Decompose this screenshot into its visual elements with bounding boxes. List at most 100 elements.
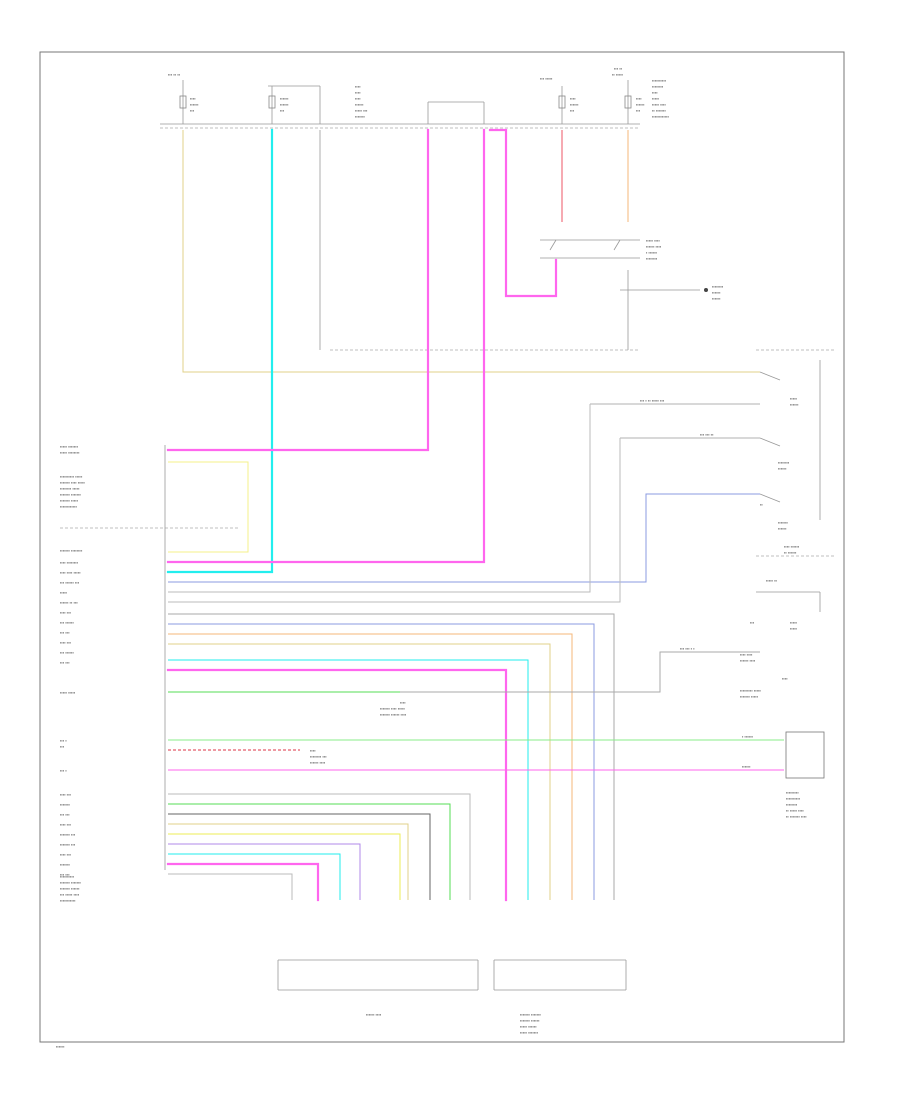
- left-module-labels: ▪▪▪▪▪ ▪▪▪▪▪▪▪ ▪▪▪▪▪ ▪▪▪▪▪▪▪▪ ▪▪▪▪▪▪▪▪▪▪ …: [60, 444, 85, 903]
- svg-text:▪▪▪▪▪▪: ▪▪▪▪▪▪: [56, 1044, 65, 1049]
- svg-text:▪▪▪▪▪▪: ▪▪▪▪▪▪: [790, 402, 799, 407]
- svg-text:▪▪▪▪▪▪ ▪▪▪▪: ▪▪▪▪▪▪ ▪▪▪▪: [310, 760, 326, 765]
- fuse-4: ▪▪▪ ▪▪ ▪▪ ▪▪▪▪▪ ▪▪▪▪ ▪▪▪▪▪▪ ▪▪▪ ▪▪▪▪▪▪▪▪…: [612, 66, 670, 124]
- svg-text:▪▪▪▪▪▪▪▪▪▪: ▪▪▪▪▪▪▪▪▪▪: [786, 796, 801, 801]
- svg-text:▪▪▪▪▪▪: ▪▪▪▪▪▪: [570, 102, 579, 107]
- svg-text:▪▪▪ ▪▪▪: ▪▪▪ ▪▪▪: [60, 872, 70, 877]
- svg-text:▪ ▪▪▪▪▪▪: ▪ ▪▪▪▪▪▪: [742, 734, 754, 739]
- svg-text:▪▪▪: ▪▪▪: [280, 108, 285, 113]
- svg-text:▪▪▪▪▪▪▪: ▪▪▪▪▪▪▪: [778, 520, 789, 525]
- svg-text:▪▪ ▪▪▪▪▪▪▪ ▪▪▪▪: ▪▪ ▪▪▪▪▪▪▪ ▪▪▪▪: [786, 814, 807, 819]
- svg-text:▪▪▪▪▪▪: ▪▪▪▪▪▪: [712, 290, 721, 295]
- bottom-connectors: ▪▪▪▪▪▪ ▪▪▪▪ ▪▪▪▪▪▪▪ ▪▪▪▪▪▪▪ ▪▪▪▪▪▪▪ ▪▪▪▪…: [56, 959, 627, 1049]
- svg-text:▪▪▪ ▪▪▪ ▪▪: ▪▪▪ ▪▪▪ ▪▪: [700, 432, 714, 437]
- right-switch-group: ▪▪▪▪▪ ▪▪▪▪▪▪ ▪▪▪ ▪ ▪▪ ▪▪▪▪▪ ▪▪▪ ▪▪▪ ▪▪▪ …: [168, 349, 836, 583]
- transfer-case-connector: ▪▪▪▪▪▪ ▪▪▪▪: [277, 959, 479, 1017]
- fuse-3: ▪▪▪ ▪▪▪▪▪ ▪▪▪▪ ▪▪▪▪▪▪ ▪▪▪: [540, 76, 579, 124]
- svg-text:▪▪▪: ▪▪▪: [636, 108, 641, 113]
- svg-text:▪▪▪ ▪▪▪▪▪▪: ▪▪▪ ▪▪▪▪▪▪: [60, 620, 74, 625]
- svg-text:▪▪▪: ▪▪▪: [190, 108, 195, 113]
- svg-text:▪▪ ▪▪▪▪▪▪▪: ▪▪ ▪▪▪▪▪▪▪: [652, 108, 666, 113]
- svg-text:▪▪▪▪▪▪▪▪▪▪ ▪▪▪▪▪: ▪▪▪▪▪▪▪▪▪▪ ▪▪▪▪▪: [60, 474, 83, 479]
- svg-text:▪▪▪▪▪▪: ▪▪▪▪▪▪: [778, 526, 787, 531]
- svg-text:▪▪▪▪▪▪▪▪: ▪▪▪▪▪▪▪▪: [778, 460, 790, 465]
- svg-text:▪▪▪▪▪ ▪▪: ▪▪▪▪▪ ▪▪: [766, 578, 778, 583]
- svg-text:▪▪▪ ▪: ▪▪▪ ▪: [60, 738, 67, 743]
- harness-wires: ▪▪▪ ▪▪▪ ▪ ▪ ▪▪▪▪ ▪▪▪▪ ▪▪▪▪▪▪ ▪▪▪▪ ▪▪▪▪ ▪…: [166, 404, 825, 902]
- stop-lamp-switch: ▪▪▪▪▪ ▪▪▪▪ ▪▪▪▪▪▪ ▪▪▪▪ ▪ ▪▪▪▪▪▪ ▪▪▪▪▪▪▪▪…: [330, 238, 724, 351]
- svg-text:▪▪▪▪: ▪▪▪▪: [355, 96, 361, 101]
- svg-text:▪▪▪▪▪ ▪▪▪: ▪▪▪▪▪ ▪▪▪: [355, 108, 368, 113]
- svg-text:▪▪▪▪▪▪▪▪ ▪▪▪▪▪: ▪▪▪▪▪▪▪▪ ▪▪▪▪▪: [60, 486, 80, 491]
- svg-text:▪▪▪ ▪▪: ▪▪▪ ▪▪: [614, 66, 623, 71]
- svg-text:▪▪▪▪▪▪▪ ▪▪▪▪▪: ▪▪▪▪▪▪▪ ▪▪▪▪▪: [740, 694, 759, 699]
- svg-text:▪▪▪▪ ▪▪▪: ▪▪▪▪ ▪▪▪: [60, 852, 72, 857]
- svg-text:▪▪▪▪▪: ▪▪▪▪▪: [790, 396, 798, 401]
- svg-text:▪▪▪ ▪▪ ▪▪: ▪▪▪ ▪▪ ▪▪: [168, 72, 181, 77]
- encoder-motor-connector: ▪▪▪▪▪▪▪ ▪▪▪▪▪▪▪ ▪▪▪▪▪▪▪ ▪▪▪▪▪▪ ▪▪▪▪▪ ▪▪▪…: [493, 959, 627, 1035]
- svg-text:▪▪▪ ▪▪▪: ▪▪▪ ▪▪▪: [60, 812, 70, 817]
- svg-text:▪▪▪▪▪▪▪ ▪▪▪▪▪▪: ▪▪▪▪▪▪▪ ▪▪▪▪▪▪: [60, 886, 80, 891]
- svg-text:▪▪▪▪▪▪ ▪▪▪▪: ▪▪▪▪▪▪ ▪▪▪▪: [366, 1012, 382, 1017]
- svg-text:▪▪▪▪▪▪▪▪: ▪▪▪▪▪▪▪▪: [652, 84, 664, 89]
- svg-text:▪▪▪▪ ▪▪▪: ▪▪▪▪ ▪▪▪: [60, 610, 72, 615]
- svg-text:▪▪▪▪▪ ▪▪▪▪: ▪▪▪▪▪ ▪▪▪▪: [646, 238, 660, 243]
- svg-text:▪▪▪▪▪▪: ▪▪▪▪▪▪: [712, 296, 721, 301]
- svg-text:▪▪▪▪▪▪▪ ▪▪▪▪▪▪▪: ▪▪▪▪▪▪▪ ▪▪▪▪▪▪▪: [60, 880, 82, 885]
- svg-text:▪▪▪ ▪▪▪▪▪ ▪▪▪▪: ▪▪▪ ▪▪▪▪▪ ▪▪▪▪: [60, 892, 80, 897]
- svg-text:▪▪: ▪▪: [760, 502, 763, 507]
- top-fuse-section: ▪▪▪ ▪▪ ▪▪ ▪▪▪▪ ▪▪▪▪▪▪ ▪▪▪ ▪▪▪▪▪▪ ▪▪▪▪▪▪ …: [160, 66, 670, 129]
- svg-text:▪▪▪ ▪▪▪▪▪▪: ▪▪▪ ▪▪▪▪▪▪: [60, 650, 74, 655]
- svg-text:▪▪▪▪▪▪ ▪▪▪▪: ▪▪▪▪▪▪ ▪▪▪▪: [740, 658, 756, 663]
- relay-box: [427, 101, 485, 124]
- svg-text:▪▪▪ ▪ ▪▪ ▪▪▪▪▪ ▪▪▪: ▪▪▪ ▪ ▪▪ ▪▪▪▪▪ ▪▪▪: [640, 398, 665, 403]
- svg-text:▪▪▪▪▪: ▪▪▪▪▪: [60, 590, 68, 595]
- svg-text:▪▪▪▪▪▪▪▪: ▪▪▪▪▪▪▪▪: [786, 802, 798, 807]
- svg-text:▪▪▪▪▪▪ ▪▪▪▪: ▪▪▪▪▪▪ ▪▪▪▪: [646, 244, 662, 249]
- svg-text:▪▪▪▪: ▪▪▪▪: [636, 96, 642, 101]
- svg-text:▪▪▪▪▪▪▪ ▪▪▪▪▪▪: ▪▪▪▪▪▪▪ ▪▪▪▪▪▪: [520, 1018, 540, 1023]
- svg-text:▪▪▪▪▪▪: ▪▪▪▪▪▪: [190, 102, 199, 107]
- svg-text:▪▪▪▪: ▪▪▪▪: [652, 90, 658, 95]
- svg-text:▪▪▪▪▪▪: ▪▪▪▪▪▪: [778, 466, 787, 471]
- svg-text:▪▪▪ ▪: ▪▪▪ ▪: [60, 768, 67, 773]
- svg-text:▪▪▪▪: ▪▪▪▪: [570, 96, 576, 101]
- svg-text:▪▪▪ ▪▪▪: ▪▪▪ ▪▪▪: [60, 660, 70, 665]
- svg-text:▪▪▪▪: ▪▪▪▪: [310, 748, 316, 753]
- svg-text:▪▪▪▪: ▪▪▪▪: [782, 676, 788, 681]
- svg-text:▪▪▪▪▪ ▪▪▪▪: ▪▪▪▪▪ ▪▪▪▪: [652, 102, 666, 107]
- svg-text:▪▪▪▪▪▪: ▪▪▪▪▪▪: [742, 764, 751, 769]
- svg-text:▪▪▪▪▪▪▪▪: ▪▪▪▪▪▪▪▪: [712, 284, 724, 289]
- svg-text:▪▪▪ ▪▪▪▪▪▪ ▪▪▪: ▪▪▪ ▪▪▪▪▪▪ ▪▪▪: [60, 580, 80, 585]
- svg-text:▪▪▪▪▪▪▪ ▪▪▪▪▪: ▪▪▪▪▪▪▪ ▪▪▪▪▪: [60, 498, 79, 503]
- svg-text:▪▪▪▪▪ ▪▪▪▪▪▪▪▪: ▪▪▪▪▪ ▪▪▪▪▪▪▪▪: [60, 450, 80, 455]
- svg-text:▪▪▪▪▪ ▪▪▪▪▪: ▪▪▪▪▪ ▪▪▪▪▪: [60, 690, 76, 695]
- svg-text:▪▪▪▪▪▪: ▪▪▪▪▪▪: [280, 96, 289, 101]
- svg-text:▪▪▪▪▪▪▪ ▪▪▪▪▪▪▪▪: ▪▪▪▪▪▪▪ ▪▪▪▪▪▪▪▪: [60, 548, 83, 553]
- module-pin-rows: ▪▪▪▪▪▪▪ ▪▪▪▪▪▪▪▪ ▪▪▪▪ ▪▪▪▪▪▪▪▪ ▪▪▪▪ ▪▪▪▪…: [60, 548, 83, 877]
- svg-text:▪▪ ▪▪▪▪▪▪: ▪▪ ▪▪▪▪▪▪: [784, 550, 797, 555]
- svg-text:▪▪▪▪: ▪▪▪▪: [190, 96, 196, 101]
- svg-text:▪▪▪▪▪▪▪▪▪ ▪▪▪▪▪: ▪▪▪▪▪▪▪▪▪ ▪▪▪▪▪: [740, 688, 762, 693]
- svg-text:▪▪▪▪ ▪▪▪▪▪▪▪▪: ▪▪▪▪ ▪▪▪▪▪▪▪▪: [60, 560, 79, 565]
- svg-text:▪▪▪▪▪▪▪▪▪▪: ▪▪▪▪▪▪▪▪▪▪: [60, 874, 75, 879]
- svg-text:▪▪▪▪: ▪▪▪▪: [355, 84, 361, 89]
- svg-text:▪▪▪▪▪: ▪▪▪▪▪: [790, 626, 798, 631]
- lower-harness: [166, 793, 471, 902]
- svg-text:▪▪▪▪▪▪▪ ▪▪▪▪▪▪▪: ▪▪▪▪▪▪▪ ▪▪▪▪▪▪▪: [60, 492, 82, 497]
- svg-text:▪▪▪▪▪▪▪: ▪▪▪▪▪▪▪: [60, 802, 71, 807]
- fuse-block-label: ▪▪▪▪ ▪▪▪▪ ▪▪▪▪ ▪▪▪▪▪▪ ▪▪▪▪▪ ▪▪▪ ▪▪▪▪▪▪▪: [355, 84, 368, 119]
- svg-text:▪▪▪▪ ▪▪▪: ▪▪▪▪ ▪▪▪: [60, 792, 72, 797]
- fuse-2: ▪▪▪▪▪▪ ▪▪▪▪▪▪ ▪▪▪: [268, 85, 321, 124]
- svg-text:▪▪▪: ▪▪▪: [750, 620, 755, 625]
- svg-text:▪▪▪▪ ▪▪▪: ▪▪▪▪ ▪▪▪: [60, 822, 72, 827]
- vehicle-speed-sensor: [785, 731, 825, 779]
- top-wires: [166, 128, 760, 574]
- diagram-border: [39, 51, 845, 1043]
- svg-text:▪▪▪: ▪▪▪: [60, 744, 65, 749]
- svg-text:▪▪▪▪ ▪▪▪▪: ▪▪▪▪ ▪▪▪▪: [740, 652, 753, 657]
- svg-text:▪▪▪▪▪▪▪▪: ▪▪▪▪▪▪▪▪: [646, 256, 658, 261]
- svg-text:▪▪▪▪▪▪▪▪▪▪▪▪: ▪▪▪▪▪▪▪▪▪▪▪▪: [652, 114, 670, 119]
- svg-text:▪▪▪▪▪▪▪▪ ▪▪▪: ▪▪▪▪▪▪▪▪ ▪▪▪: [310, 754, 327, 759]
